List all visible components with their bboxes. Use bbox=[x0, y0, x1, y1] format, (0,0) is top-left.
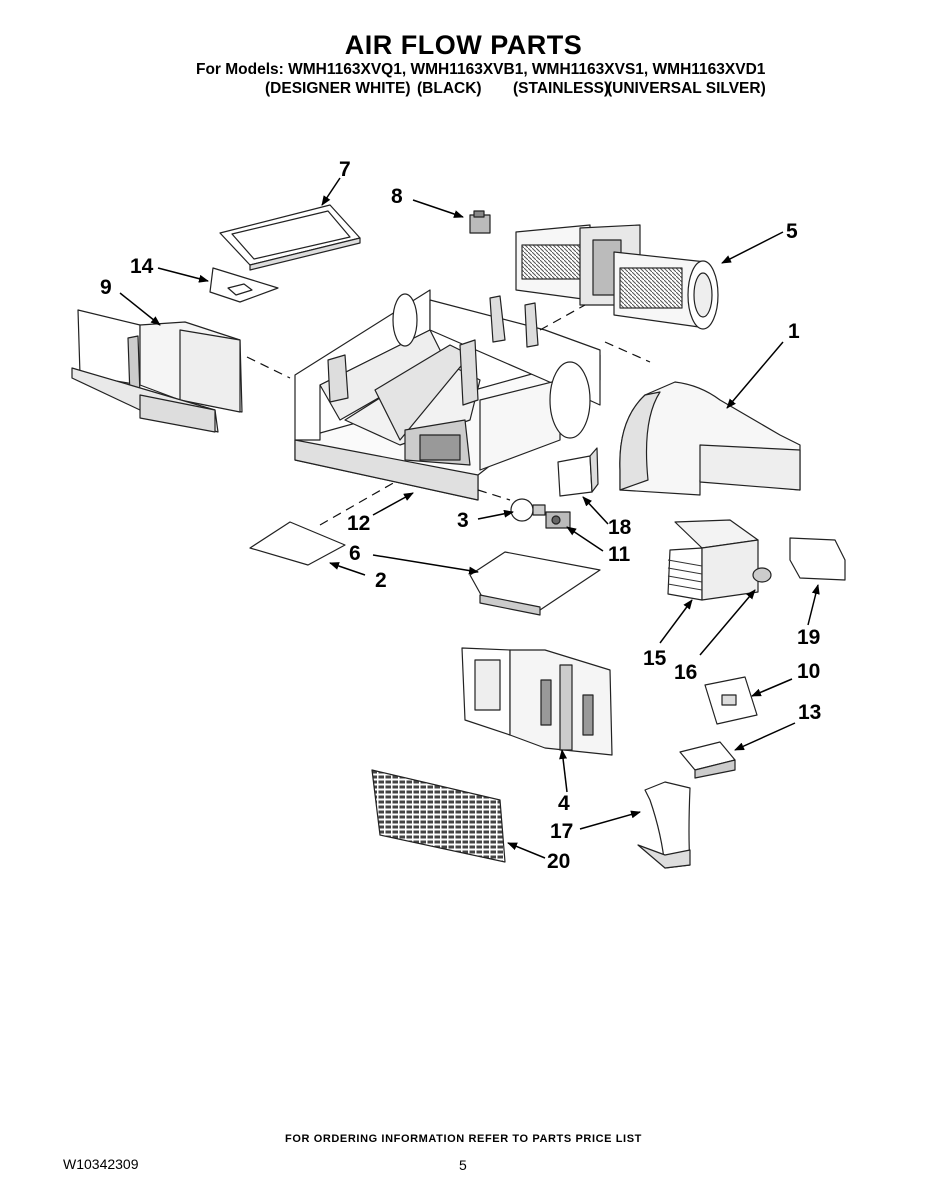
part-18-bracket bbox=[557, 447, 599, 497]
part-20-grille bbox=[371, 769, 506, 863]
part-19-bracket-plate bbox=[789, 537, 846, 581]
callout-12: 12 bbox=[347, 512, 370, 535]
callout-20: 20 bbox=[547, 850, 570, 873]
callout-7: 7 bbox=[339, 158, 351, 181]
callout-2: 2 bbox=[375, 569, 387, 592]
part-10-control-bracket bbox=[704, 676, 758, 725]
callout-9: 9 bbox=[100, 276, 112, 299]
callout-18: 18 bbox=[608, 516, 632, 539]
part-6-shield bbox=[469, 551, 601, 616]
callout-10: 10 bbox=[797, 660, 820, 683]
part-8-switch bbox=[469, 210, 491, 234]
part-12-base-housing bbox=[294, 289, 601, 501]
part-7-filter-frame bbox=[219, 204, 361, 271]
callout-1: 1 bbox=[788, 320, 800, 343]
ordering-note: FOR ORDERING INFORMATION REFER TO PARTS … bbox=[285, 1133, 642, 1145]
part-1-air-guide bbox=[619, 381, 801, 496]
finish-designer-white: (DESIGNER WHITE) bbox=[265, 80, 411, 97]
part-13-mounting-bracket bbox=[679, 741, 736, 779]
callout-14: 14 bbox=[130, 255, 154, 278]
page-number: 5 bbox=[459, 1157, 467, 1173]
part-4-vent-door bbox=[461, 647, 613, 756]
finish-universal-silver: (UNIVERSAL SILVER) bbox=[607, 80, 766, 97]
models-line: For Models: WMH1163XVQ1, WMH1163XVB1, WM… bbox=[196, 61, 766, 78]
part-9-left-duct bbox=[71, 309, 243, 433]
callout-6: 6 bbox=[349, 542, 361, 565]
part-11-lamp-socket bbox=[545, 511, 571, 529]
callout-5: 5 bbox=[786, 220, 798, 243]
callout-4: 4 bbox=[558, 792, 570, 815]
callout-13: 13 bbox=[798, 701, 821, 724]
callout-19: 19 bbox=[797, 626, 820, 649]
callout-16: 16 bbox=[674, 661, 697, 684]
part-17-duct-adapter bbox=[637, 781, 691, 869]
finish-stainless: (STAINLESS) bbox=[513, 80, 610, 97]
finish-black: (BLACK) bbox=[417, 80, 482, 97]
part-16-thermal-cutout bbox=[752, 567, 772, 583]
part-2-cover-plate bbox=[249, 521, 346, 566]
callout-8: 8 bbox=[391, 185, 403, 208]
part-15-transformer bbox=[667, 519, 759, 601]
callout-17: 17 bbox=[550, 820, 573, 843]
document-number: W10342309 bbox=[63, 1156, 139, 1172]
page-title: AIR FLOW PARTS bbox=[344, 30, 583, 60]
part-14-plate bbox=[209, 267, 279, 303]
callout-3: 3 bbox=[457, 509, 469, 532]
part-3-lamp bbox=[510, 498, 546, 522]
callout-11: 11 bbox=[608, 543, 631, 566]
callout-15: 15 bbox=[643, 647, 667, 670]
part-5-blower-motor bbox=[515, 224, 719, 330]
